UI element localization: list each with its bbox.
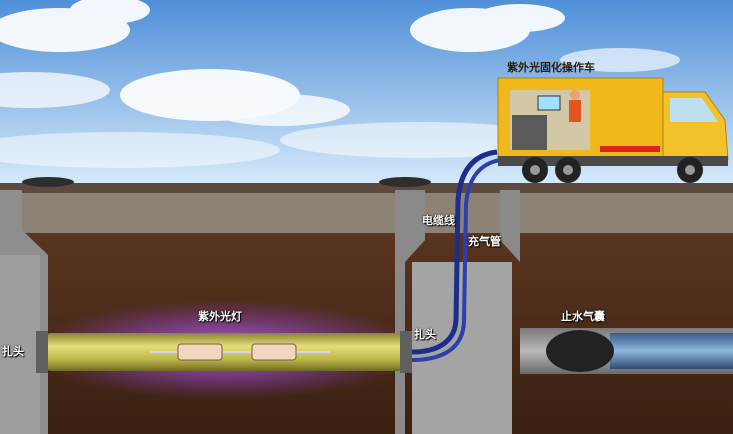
- cable-label: 电缆线: [422, 214, 455, 227]
- water-flow: [610, 333, 733, 369]
- truck-chassis: [498, 156, 728, 166]
- water-stop-airbag: [546, 330, 614, 372]
- cable-hose: [411, 149, 498, 355]
- uv-lamp-1: [177, 343, 223, 361]
- clouds: [0, 0, 680, 168]
- middle-manhole-wall: [395, 190, 520, 434]
- operator-head: [570, 90, 580, 100]
- road-surface: [0, 183, 733, 193]
- liner-right-end: [400, 331, 412, 373]
- airbag-label: 止水气囊: [561, 310, 605, 323]
- uv-lamp-2: [251, 343, 297, 361]
- plug-right-label: 扎头: [414, 328, 436, 341]
- uv-lamp-label: 紫外光灯: [198, 310, 242, 323]
- middle-manhole-cover: [379, 177, 431, 187]
- air-hose: [411, 158, 501, 362]
- uv-curing-truck: [497, 77, 729, 183]
- air-pipe-label: 充气管: [468, 235, 501, 248]
- plug-left-label: 扎头: [2, 345, 24, 358]
- operator-body: [569, 100, 581, 122]
- gravel-layer: [0, 193, 733, 233]
- liner-left-end: [36, 331, 48, 373]
- monitor: [537, 95, 561, 111]
- stripe: [600, 146, 660, 152]
- truck-label: 紫外光固化操作车: [507, 61, 595, 74]
- left-manhole-cover: [22, 177, 74, 187]
- control-panel: [512, 115, 547, 150]
- cab-window: [670, 98, 718, 122]
